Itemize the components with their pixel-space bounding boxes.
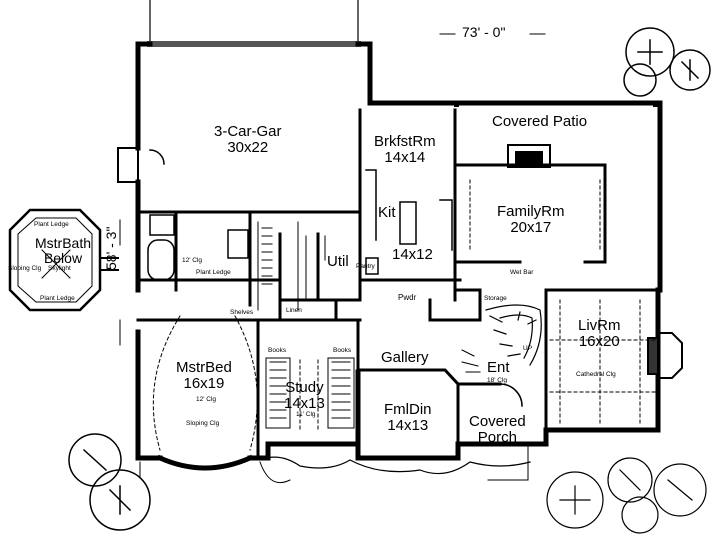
garage-name: 3-Car-Gar: [214, 123, 282, 140]
interior-walls: [136, 108, 660, 460]
master-bath-name: MstrBath: [35, 235, 92, 251]
breakfast-label: BrkfstRm 14x14: [374, 134, 436, 166]
overall-depth-dimension: 58' - 3": [103, 226, 119, 270]
living-room-label: LivRm 16x20: [578, 318, 621, 350]
formal-dining-size: 14x13: [387, 416, 429, 434]
study-label: Study 14x13: [284, 380, 325, 412]
study-size: 14x13: [284, 394, 325, 412]
note-bath-skylight: Skylight: [48, 265, 71, 272]
note-ceiling-18: 18' Clg: [487, 377, 508, 384]
covered-patio-label: Covered Patio: [492, 113, 588, 130]
note-ceiling-12-bath: 12' Clg: [182, 257, 203, 264]
tree-bottom-left: [68, 433, 151, 531]
note-bath-plant-ledge-top: Plant Ledge: [34, 221, 69, 228]
note-books-right: Books: [333, 347, 352, 354]
fireplace-family: [507, 144, 551, 168]
study-bookshelves: [265, 357, 355, 431]
driveway-lines: [149, 0, 359, 45]
living-name: LivRm: [578, 317, 621, 334]
family-name: FamilyRm: [497, 203, 565, 220]
note-bath-sloping: Sloping Clg: [8, 265, 42, 272]
formal-dining-name: FmlDin: [384, 401, 432, 418]
staircase: [485, 304, 542, 366]
entry-label: Ent: [487, 359, 510, 376]
garage-label: 3-Car-Gar 30x22: [214, 124, 282, 156]
kitchen-counters: [365, 169, 453, 275]
note-linen: Linen: [286, 307, 302, 314]
note-storage: Storage: [484, 295, 507, 302]
covered-porch-label: Covered Porch: [469, 414, 526, 446]
family-room-label: FamilyRm 20x17: [497, 204, 565, 236]
master-bed-bay: [156, 454, 254, 471]
breakfast-name: BrkfstRm: [374, 133, 436, 150]
gallery-label: Gallery: [381, 349, 429, 366]
shrubs-bottom-right: [546, 457, 707, 534]
family-size: 20x17: [510, 218, 552, 236]
kitchen-size: 14x12: [392, 246, 433, 263]
utility-label: Util: [327, 253, 349, 270]
study-name: Study: [285, 379, 324, 396]
shower: [227, 229, 249, 259]
entry-door-swing: [499, 383, 523, 407]
skylight-x: [41, 249, 71, 279]
ceiling-lines: [549, 299, 656, 426]
covered-porch-sub: Porch: [477, 428, 517, 446]
master-bath-sub: Below: [43, 249, 83, 266]
master-sloping-line: [152, 315, 181, 451]
front-planting-bed: [259, 456, 531, 475]
note-ceiling-11: 11' Clg: [296, 411, 316, 418]
note-shelves: Shelves: [230, 309, 254, 316]
breakfast-size: 14x14: [384, 148, 426, 166]
porch-steps: [477, 443, 529, 481]
patio-posts: [454, 102, 658, 107]
garage-size: 30x22: [227, 138, 269, 156]
vanity: [149, 214, 175, 236]
garage-door-swing: [149, 149, 165, 165]
note-ceiling-12-bed: 12' Clg: [196, 396, 217, 403]
formal-dining-label: FmlDin 14x13: [384, 402, 432, 434]
note-wet-bar: Wet Bar: [510, 269, 534, 276]
closet-shelves: [257, 221, 326, 311]
master-bath-below-label: MstrBath Below: [35, 236, 91, 265]
note-sloping-clg: Sloping Clg: [186, 420, 220, 427]
bathtub: [147, 239, 175, 281]
kitchen-name: Kit: [378, 204, 396, 221]
entry-hatch: [461, 349, 481, 373]
garage-chimney: [117, 147, 139, 183]
note-plant-ledge: Plant Ledge: [196, 269, 231, 276]
living-size: 16x20: [578, 332, 620, 350]
note-books-left: Books: [268, 347, 287, 354]
covered-porch-name: Covered: [469, 413, 526, 430]
master-bed-label: MstrBed 16x19: [176, 360, 232, 392]
master-bed-name: MstrBed: [176, 359, 232, 376]
note-cathedral-clg: Cathedral Clg: [576, 371, 616, 378]
powder-label: Pwdr: [398, 293, 417, 302]
master-bed-size: 16x19: [183, 374, 225, 392]
tree-top-right: [623, 27, 711, 97]
note-bath-plant-ledge-bottom: Plant Ledge: [40, 295, 75, 302]
pantry-label: Pantry: [356, 263, 375, 270]
note-stair-up: UP: [523, 345, 533, 352]
overall-width-dimension: 73' - 0": [462, 24, 506, 40]
fireplace-living: [647, 332, 683, 379]
master-bath-below-outline: [8, 208, 102, 312]
